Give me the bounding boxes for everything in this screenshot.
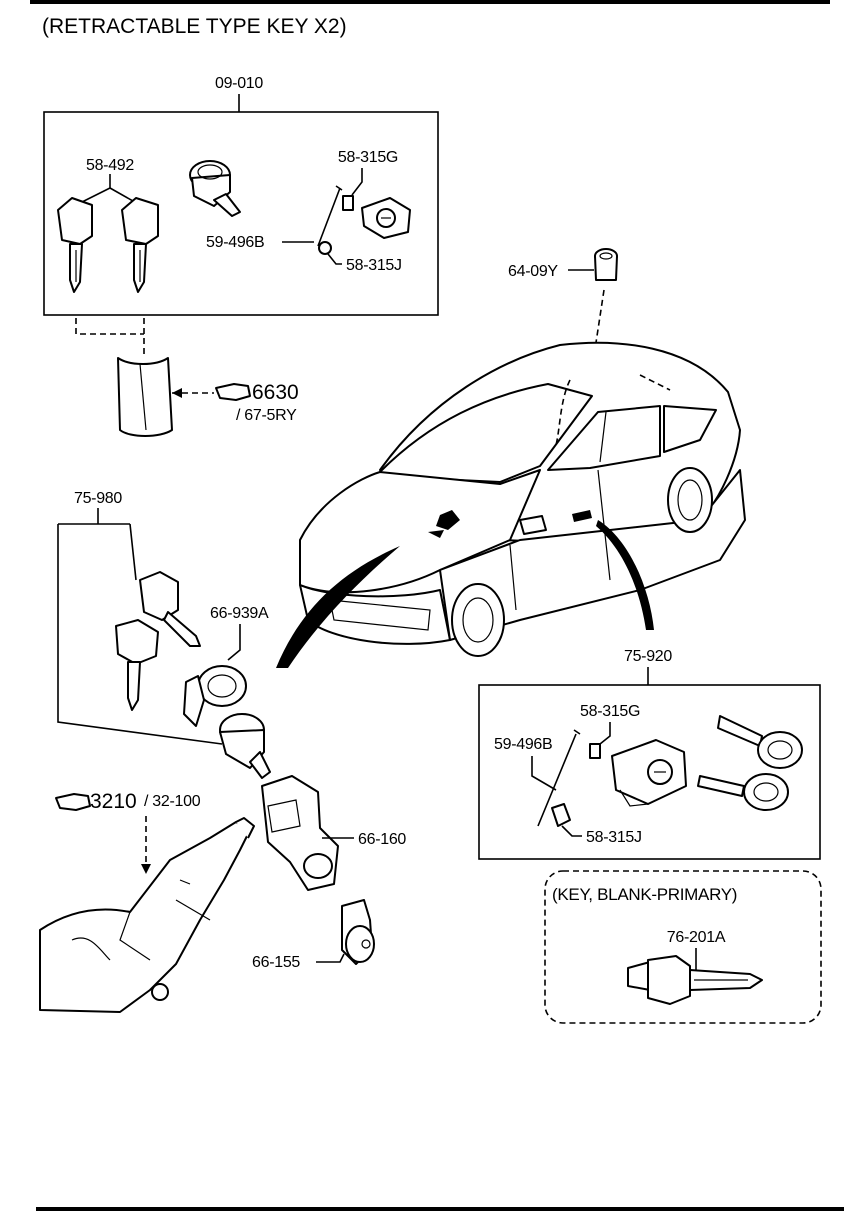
key-icon	[697, 773, 789, 811]
car-illustration	[299, 341, 746, 657]
door-lock-icon	[361, 197, 411, 239]
ref-3210: 3210	[90, 790, 137, 813]
label-75-980: 75-980	[74, 490, 122, 507]
lock-cylinder-icon	[189, 160, 241, 217]
top-rule	[30, 0, 830, 4]
door-lock-cylinder-icon	[611, 739, 687, 807]
rod-icon	[317, 187, 341, 247]
rod-icon	[537, 733, 577, 827]
key-icon	[717, 715, 803, 769]
label-59-496B: 59-496B	[206, 234, 264, 251]
blank-key-box-title: (KEY, BLANK-PRIMARY)	[552, 885, 737, 904]
clip-icon	[551, 803, 571, 827]
label-75-920: 75-920	[624, 648, 672, 665]
label-59-496B-door: 59-496B	[494, 736, 552, 753]
hand-pointer-icon	[215, 383, 251, 401]
retractable-key-icon	[115, 619, 159, 711]
callout-arrow-left	[276, 546, 400, 668]
steering-lock-icon	[261, 775, 339, 891]
blank-key-icon	[627, 955, 763, 1005]
steering-column-icon	[39, 817, 255, 1013]
page-title: (RETRACTABLE TYPE KEY X2)	[42, 15, 347, 38]
label-58-315J: 58-315J	[346, 257, 402, 274]
group-box-75-920	[478, 684, 821, 860]
label-09-010: 09-010	[215, 75, 263, 92]
ignition-switch-icon	[341, 899, 375, 965]
key-cover-icon	[117, 357, 173, 437]
trunk-cylinder-icon	[594, 248, 618, 281]
ref-6630: 6630	[252, 381, 299, 404]
label-66-155: 66-155	[252, 954, 300, 971]
ignition-cylinder-icon	[219, 713, 271, 779]
ref-67-5RY: / 67-5RY	[236, 407, 297, 424]
group-box-09-010	[43, 111, 439, 316]
label-66-160: 66-160	[358, 831, 406, 848]
spring-clip-icon	[342, 195, 354, 211]
hand-pointer-icon	[55, 793, 91, 811]
label-58-492: 58-492	[86, 157, 134, 174]
ring-antenna-icon	[183, 665, 247, 727]
label-58-315G-door: 58-315G	[580, 703, 640, 720]
label-64-09Y: 64-09Y	[508, 263, 558, 280]
label-76-201A: 76-201A	[667, 929, 726, 946]
label-58-315G: 58-315G	[338, 149, 398, 166]
spring-clip-icon	[589, 743, 601, 759]
retractable-key-icon	[139, 571, 201, 647]
key-icon	[121, 197, 159, 293]
key-icon	[57, 197, 93, 293]
label-58-315J-door: 58-315J	[586, 829, 642, 846]
label-66-939A: 66-939A	[210, 605, 269, 622]
blank-key-box	[544, 870, 822, 1024]
bottom-rule	[36, 1207, 844, 1211]
ref-32-100: / 32-100	[144, 793, 201, 810]
clip-icon	[318, 241, 332, 255]
callout-arrow-right	[596, 520, 654, 630]
